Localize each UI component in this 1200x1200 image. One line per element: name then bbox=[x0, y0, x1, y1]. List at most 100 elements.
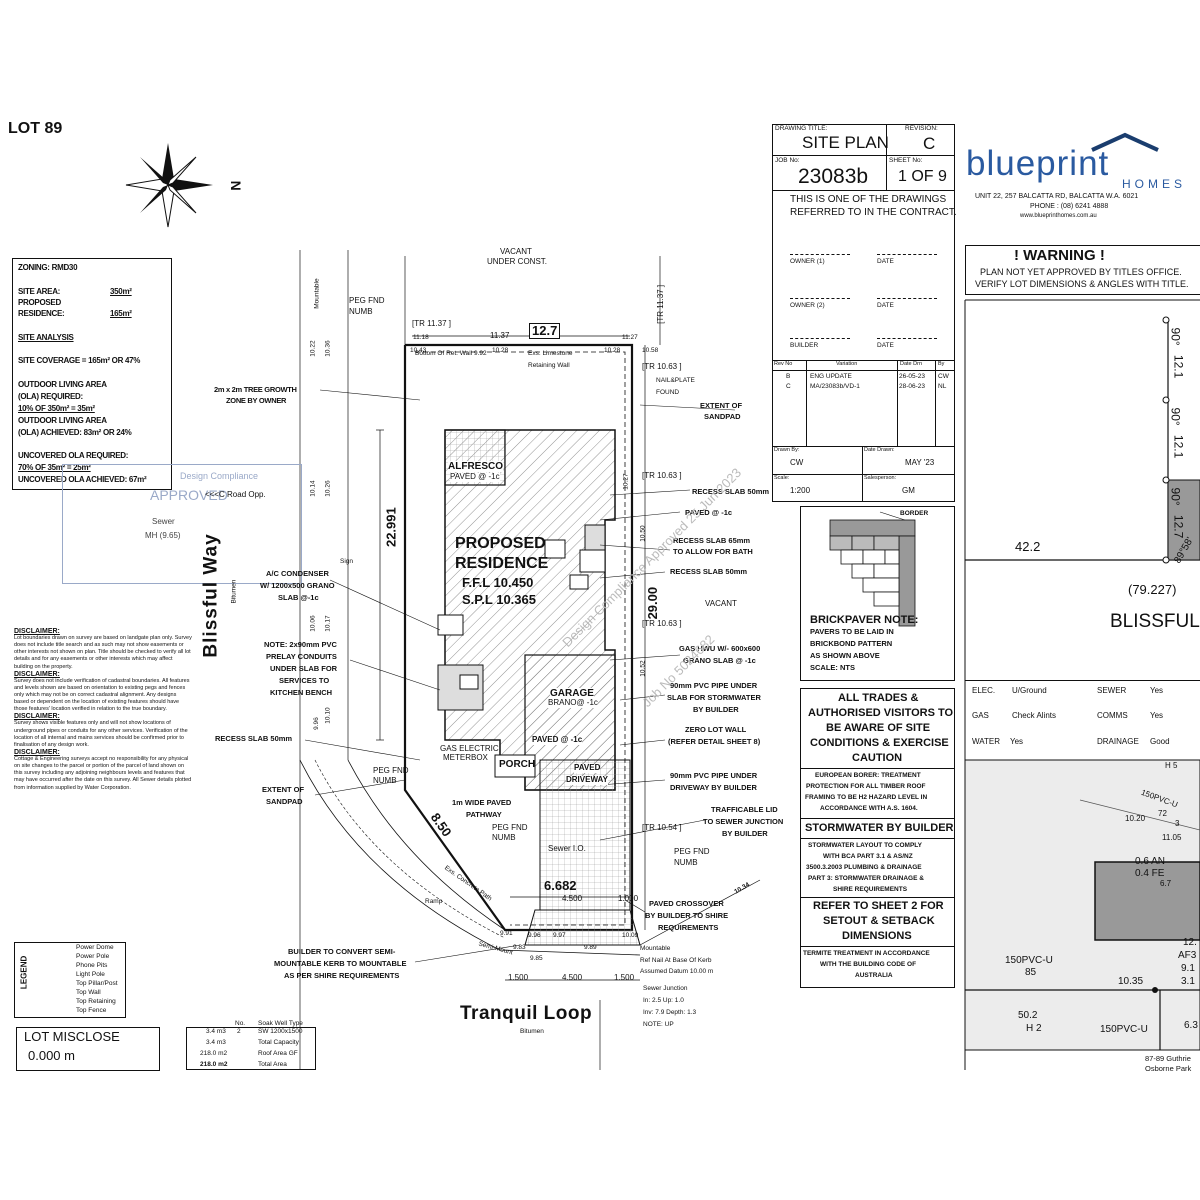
builder: BUILDER bbox=[790, 342, 819, 349]
street-bottom: Tranquil Loop bbox=[460, 1003, 593, 1024]
map-72: 72 bbox=[1158, 809, 1167, 818]
revision: C bbox=[923, 134, 936, 153]
soak-r4c3: Total Area bbox=[258, 1061, 287, 1068]
callout-kerb-2: MOUNTABLE KERB TO MOUNTABLE bbox=[274, 959, 407, 968]
map-91: 9.1 bbox=[1181, 963, 1195, 974]
callout-sandpad-1a: EXTENT OF bbox=[700, 401, 743, 410]
borer-3: FRAMING TO BE H2 HAZARD LEVEL IN bbox=[805, 794, 928, 801]
sheet: 1 OF 9 bbox=[898, 168, 947, 185]
soak-r1c2: 2 bbox=[237, 1028, 241, 1035]
job-label: JOB No: bbox=[775, 157, 800, 164]
site-area-value: 350m² bbox=[110, 287, 132, 296]
peg-3: PEG FND bbox=[492, 823, 528, 832]
legend-item-7: Top Retaining bbox=[76, 998, 116, 1005]
callout-pathway-2: PATHWAY bbox=[466, 810, 502, 819]
map-502: 50.2 bbox=[1018, 1010, 1038, 1021]
rev-2-date: 28-06-23 bbox=[899, 383, 926, 390]
drawing-title-label: DRAWING TITLE: bbox=[775, 125, 828, 132]
callout-pvc-4: SERVICES TO bbox=[279, 676, 330, 685]
angle-3: 90° bbox=[1168, 487, 1183, 506]
soak-r4c1: 218.0 m2 bbox=[200, 1061, 228, 1068]
rev-h-1: Rev No bbox=[774, 361, 793, 367]
level-5: 11.18 bbox=[413, 334, 429, 341]
callout-recess-1: RECESS SLAB 50mm bbox=[692, 487, 770, 496]
company-phone: PHONE : (08) 6241 4888 bbox=[1030, 203, 1109, 210]
legend-item-6: Top Wall bbox=[76, 989, 101, 996]
stamp-approved: APPROVED bbox=[150, 487, 228, 503]
callout-recess50b: RECESS SLAB 50mm bbox=[670, 567, 748, 576]
angle-1: 90° bbox=[1168, 327, 1183, 346]
disclaimer-1-title: DISCLAIMER: bbox=[14, 628, 60, 635]
level-4: 10.58 bbox=[642, 347, 659, 354]
ola-line-2: (OLA) REQUIRED: bbox=[18, 392, 83, 401]
callout-ac-2: W/ 1200x500 GRANO bbox=[260, 581, 335, 590]
callout-nail-1: NAIL&PLATE bbox=[656, 377, 695, 384]
map-h2: H 2 bbox=[1026, 1023, 1042, 1034]
rev-1-var: ENG UPDATE bbox=[810, 373, 852, 380]
rev-2-var: MA/23083b/VD-1 bbox=[810, 383, 860, 390]
dim-79227: (79.227) bbox=[1128, 582, 1177, 597]
brand-homes: HOMES bbox=[1122, 177, 1187, 191]
ffl-label: F.F.L 10.450 bbox=[462, 575, 534, 590]
level-16: 9.85 bbox=[530, 955, 543, 962]
callout-kerb-3: AS PER SHIRE REQUIREMENTS bbox=[284, 971, 400, 980]
soak-header-type: Soak Well Type bbox=[258, 1020, 303, 1027]
storm-5: SHIRE REQUIREMENTS bbox=[833, 886, 908, 893]
stamp-design: Design Compliance bbox=[180, 471, 259, 481]
lot-misclose-value: 0.000 m bbox=[28, 1048, 75, 1063]
warning-line-1: PLAN NOT YET APPROVED BY TITLES OFFICE. bbox=[980, 267, 1182, 277]
callout-crossover-3: REQUIREMENTS bbox=[658, 923, 719, 932]
vacant-right: VACANT bbox=[705, 599, 737, 608]
callout-recess65-1: RECESS SLAB 65mm bbox=[673, 536, 751, 545]
warning-line-2: VERIFY LOT DIMENSIONS & ANGLES WITH TITL… bbox=[975, 279, 1189, 289]
dim-1500-b: 1.500 bbox=[614, 973, 635, 982]
level-17: 9.89 bbox=[584, 944, 597, 951]
invert-2: Inv: 7.9 Depth: 1.3 bbox=[643, 1009, 697, 1016]
map-67: 6.7 bbox=[1160, 879, 1172, 888]
disclaimer-4-body: Cottage & Engineering surveys accept no … bbox=[14, 755, 192, 791]
legend-item-2: Power Pole bbox=[76, 953, 110, 960]
callout-pipe90b-1: 90mm PVC PIPE UNDER bbox=[670, 771, 758, 780]
peg-1: PEG FND bbox=[349, 296, 385, 305]
drawn-by-label: Drawn By: bbox=[774, 447, 800, 453]
rev-1-date: 26-05-23 bbox=[899, 373, 926, 380]
termite-1: TERMITE TREATMENT IN ACCORDANCE bbox=[803, 950, 930, 957]
dim-422: 42.2 bbox=[1015, 539, 1041, 554]
svc-sewer-label: SEWER bbox=[1097, 686, 1127, 695]
storm-4: PART 3: STORMWATER DRAINAGE & bbox=[808, 875, 924, 882]
bottom-ret-wall: Bottom Of Ret. Wall 9.92 bbox=[415, 350, 487, 357]
callout-trafficable-3: BY BUILDER bbox=[722, 829, 768, 838]
lot-misclose-box bbox=[16, 1027, 160, 1071]
svc-drainage-label: DRAINAGE bbox=[1097, 737, 1139, 746]
north-label: N bbox=[227, 180, 244, 191]
level-6: 11.27 bbox=[622, 334, 638, 341]
street-bottom-sub: Bitumen bbox=[520, 1028, 544, 1035]
soak-r3c1: 218.0 m2 bbox=[200, 1050, 228, 1057]
brickpaver-title: BRICKPAVER NOTE: bbox=[810, 614, 919, 626]
ramp-label: Ramp bbox=[425, 898, 443, 905]
warning-title: ! WARNING ! bbox=[1014, 247, 1105, 264]
dim-6682: 6.682 bbox=[544, 878, 577, 893]
brickpaver-line-3: AS SHOWN ABOVE bbox=[810, 651, 880, 660]
level-12: 10.17 bbox=[324, 615, 332, 632]
dim-4500-b: 4.500 bbox=[562, 973, 583, 982]
company-web: www.blueprinthomes.com.au bbox=[1020, 213, 1097, 219]
peg-2: PEG FND bbox=[373, 766, 409, 775]
rev-2-no: C bbox=[786, 383, 791, 390]
refer-3: DIMENSIONS bbox=[842, 930, 912, 942]
alfresco-label: ALFRESCO bbox=[448, 461, 503, 472]
callout-sandpad-1b: SANDPAD bbox=[704, 412, 741, 421]
lot-misclose-label: LOT MISCLOSE bbox=[24, 1029, 120, 1044]
callout-tree-1: 2m x 2m TREE GROWTH bbox=[214, 385, 297, 394]
spl-label: S.P.L 10.365 bbox=[462, 592, 536, 607]
contract-2: REFERRED TO IN THE CONTRACT. bbox=[790, 207, 957, 218]
callout-zero-1: ZERO LOT WALL bbox=[685, 725, 747, 734]
callout-crossover-1: PAVED CROSSOVER bbox=[649, 899, 724, 908]
dim-127: 12.7 bbox=[529, 323, 561, 340]
legend-title: LEGEND bbox=[19, 955, 29, 990]
map-31: 3.1 bbox=[1181, 976, 1195, 987]
dist-2: 12.1 bbox=[1171, 434, 1186, 459]
disclaimer-4-title: DISCLAIMER: bbox=[14, 748, 60, 756]
storm-title: STORMWATER BY BUILDER bbox=[805, 822, 954, 834]
callout-gas-1: GAS HWU W/- 600x600 bbox=[679, 644, 761, 653]
